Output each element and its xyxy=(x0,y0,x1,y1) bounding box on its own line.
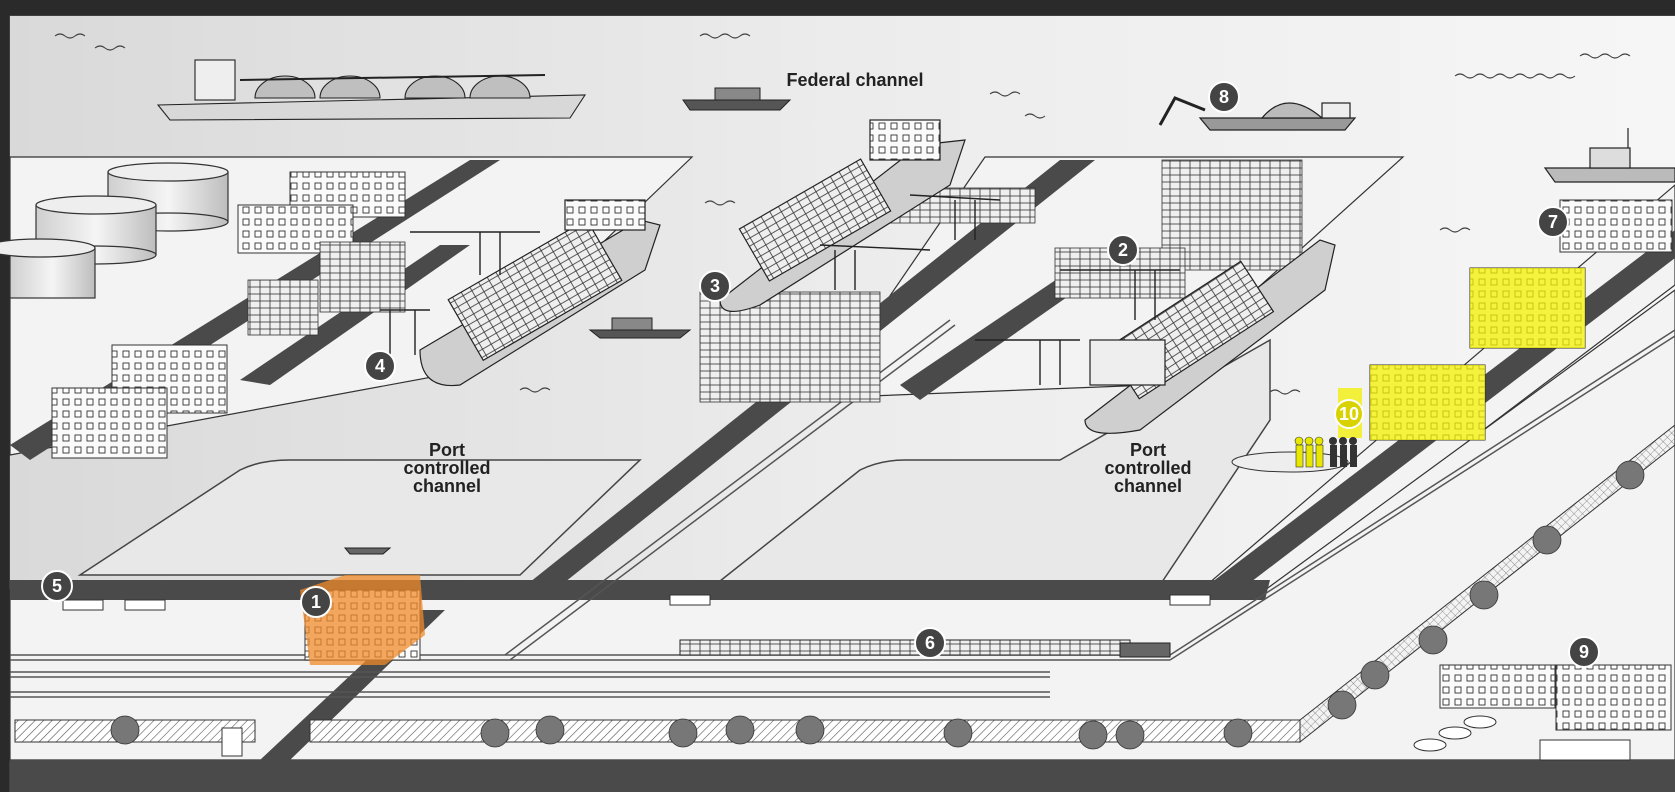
guard-booth xyxy=(222,728,242,756)
small-boat-basin xyxy=(345,548,390,554)
svg-text:10: 10 xyxy=(1339,404,1359,424)
label-port-channel-left-line1: Port xyxy=(429,440,465,460)
marker-9: 9 xyxy=(1569,637,1599,667)
svg-text:2: 2 xyxy=(1118,240,1128,260)
label-port-channel-right-line1: Port xyxy=(1130,440,1166,460)
svg-text:9: 9 xyxy=(1579,642,1589,662)
marker-7: 7 xyxy=(1538,207,1568,237)
label-port-channel-left-line2: controlled xyxy=(403,458,490,478)
label-port-channel-left-line3: channel xyxy=(413,476,481,496)
marker-2: 2 xyxy=(1108,235,1138,265)
svg-text:8: 8 xyxy=(1219,87,1229,107)
marker-6: 6 xyxy=(915,628,945,658)
svg-text:7: 7 xyxy=(1548,212,1558,232)
svg-text:5: 5 xyxy=(52,576,62,596)
svg-text:6: 6 xyxy=(925,633,935,653)
svg-text:4: 4 xyxy=(375,356,385,376)
marker-1: 1 xyxy=(301,587,331,617)
marker-5: 5 xyxy=(42,571,72,601)
label-port-channel-right-line2: controlled xyxy=(1104,458,1191,478)
label-port-channel-right-line3: channel xyxy=(1114,476,1182,496)
svg-text:3: 3 xyxy=(710,276,720,296)
svg-text:1: 1 xyxy=(311,592,321,612)
marker-4: 4 xyxy=(365,351,395,381)
label-federal-channel: Federal channel xyxy=(786,70,923,90)
marker-3: 3 xyxy=(700,271,730,301)
marker-10: 10 xyxy=(1335,400,1363,428)
marker-8: 8 xyxy=(1209,82,1239,112)
